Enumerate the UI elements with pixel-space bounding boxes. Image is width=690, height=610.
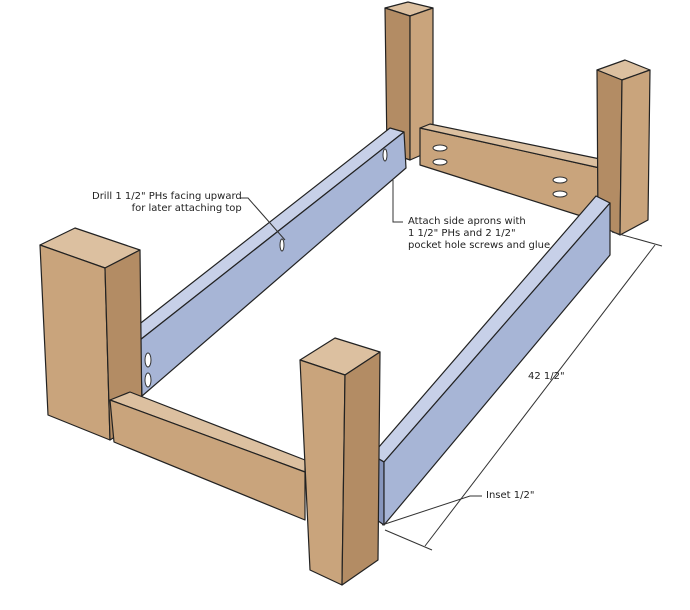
leader-lines: [240, 180, 663, 551]
front-apron: [109, 391, 306, 521]
length-label: 42 1/2": [528, 371, 565, 382]
front-right-leg: [299, 337, 381, 586]
back-apron: [419, 123, 606, 223]
inset-label: Inset 1/2": [486, 490, 535, 501]
length-dimension-line: [424, 244, 656, 547]
back-left-leg: [384, 1, 434, 161]
attach-annotation: Attach side aprons with 1 1/2" PHs and 2…: [408, 216, 551, 251]
drill-annotation: Drill 1 1/2" PHs facing upward for later…: [92, 191, 242, 214]
pocket-holes: [144, 144, 568, 388]
right-side-apron: [371, 195, 611, 526]
back-right-leg: [596, 59, 651, 236]
